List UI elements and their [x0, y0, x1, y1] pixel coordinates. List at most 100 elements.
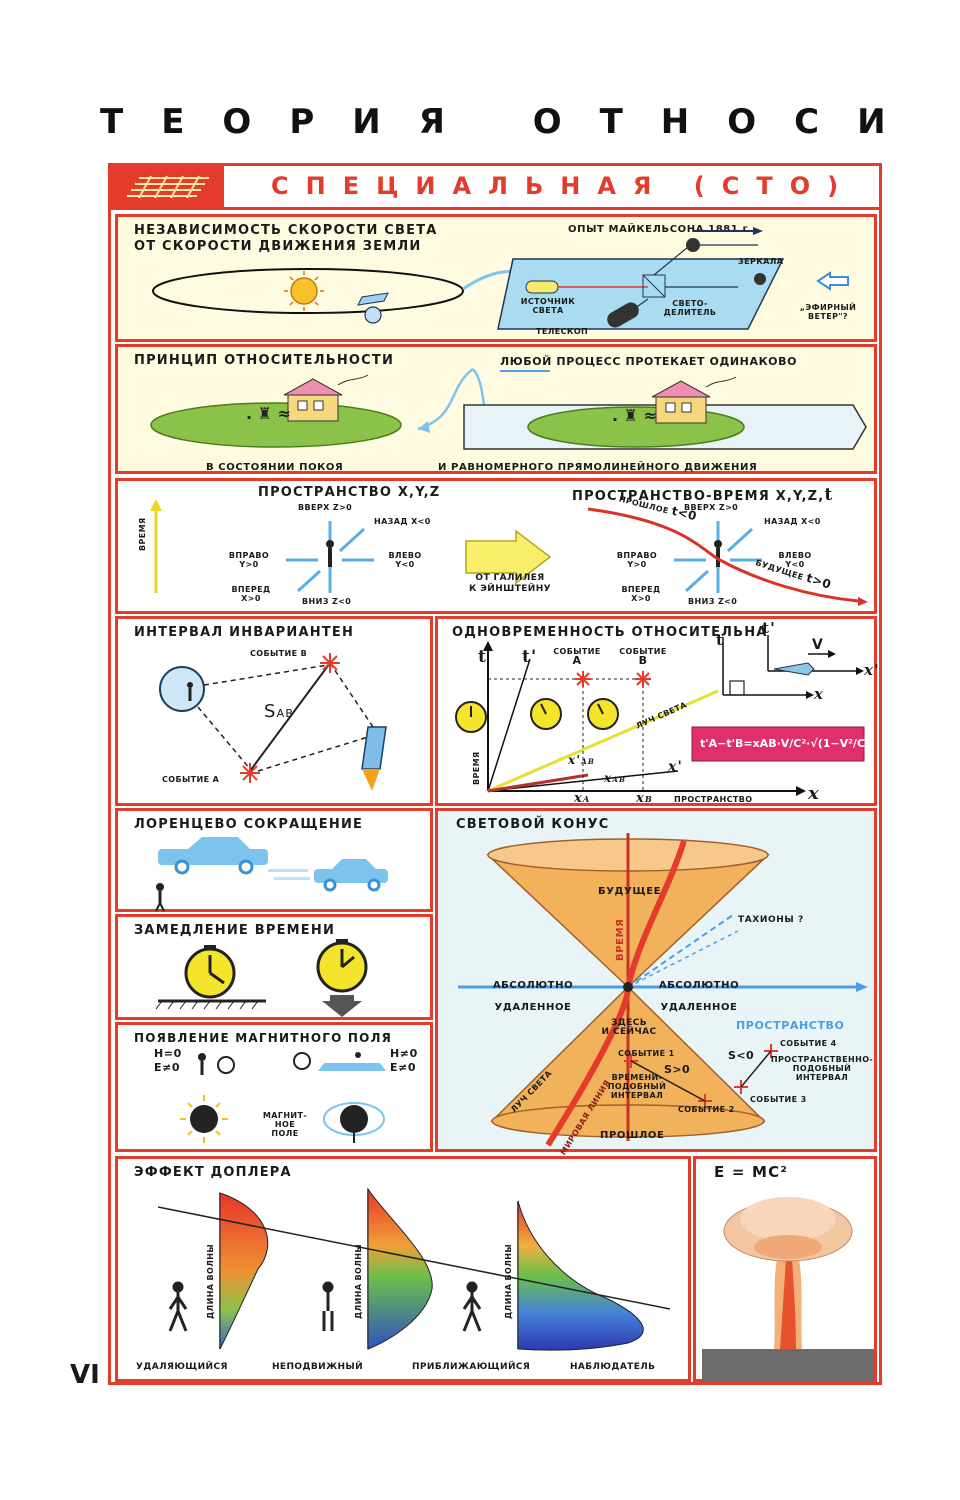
xb-label: xB [636, 791, 653, 806]
motion-label: И РАВНОМЕРНОГО ПРЯМОЛИНЕЙНОГО ДВИЖЕНИЯ [438, 462, 758, 473]
abs-right-label: АБСОЛЮТНО УДАЛЕННОЕ [654, 975, 744, 1019]
left-label-1a: ВЛЕВО [388, 551, 422, 560]
abs-left-1: АБСОЛЮТНО [492, 980, 574, 991]
magnetic-diagram [180, 1052, 386, 1143]
approaching-label: ПРИБЛИЖАЮЩИЙСЯ [412, 1362, 531, 1372]
h-ne0-label: H≠0 [390, 1047, 418, 1060]
energy-panel: E = MC² [693, 1156, 877, 1382]
simultaneity-panel: ОДНОВРЕМЕННОСТЬ ОТНОСИТЕЛЬНА [435, 616, 880, 806]
xa-sub: A [582, 794, 591, 804]
spacelike-1: ПРОСТРАНСТВЕННО- [770, 1055, 874, 1064]
event-a-label: СОБЫТИЕ A [162, 775, 220, 784]
observer-label: НАБЛЮДАТЕЛЬ [570, 1362, 656, 1372]
xab-letter: x [604, 771, 613, 785]
sim-event-a-2: A [572, 654, 582, 667]
abs-right-1: АБСОЛЮТНО [658, 980, 740, 991]
cone-time-label: ВРЕМЯ [615, 918, 626, 961]
simultaneity-heading: ОДНОВРЕМЕННОСТЬ ОТНОСИТЕЛЬНА [452, 625, 768, 640]
xab-prime-letter: x' [568, 753, 582, 767]
doppler-diagram [157, 1187, 671, 1351]
tachyons-label: ТАХИОНЫ ? [738, 915, 804, 925]
splitter-label-1: СВЕТО- [672, 299, 708, 308]
down-label-2: ВНИЗ Z<0 [688, 597, 738, 606]
sim-event-b-1: СОБЫТИЕ [619, 647, 667, 656]
source-label: ИСТОЧНИК СВЕТА [520, 297, 576, 315]
michelson-panel: НЕЗАВИСИМОСТЬ СКОРОСТИ СВЕТА ОТ СКОРОСТИ… [115, 214, 877, 342]
house-left [283, 378, 343, 422]
dilation-diagram [155, 939, 368, 1017]
abs-right-2: УДАЛЕННОЕ [660, 1002, 738, 1013]
michelson-experiment: ОПЫТ МАЙКЕЛЬСОНА 1881 г. [568, 224, 753, 235]
s-letter: S [264, 701, 277, 722]
spacelike-3: ИНТЕРВАЛ [795, 1073, 849, 1082]
t-prime-small-label: t' [762, 619, 776, 637]
observer-icon [155, 883, 165, 912]
e-ne0-right-label: E≠0 [390, 1061, 417, 1074]
time-axis-label: ВРЕМЯ [138, 517, 147, 551]
page-number: VI [70, 1360, 100, 1390]
mirrors-label: ЗЕРКАЛА [738, 257, 784, 266]
event-a-star [240, 763, 260, 783]
rocket-icon [361, 726, 387, 791]
here-1: ЗДЕСЬ [610, 1018, 648, 1028]
cone-past-label: ПРОШЛОЕ [600, 1130, 665, 1141]
mushroom-cloud-diagram [702, 1197, 874, 1381]
s12-letter: S [664, 1063, 673, 1076]
left-label-2a: ВЛЕВО [778, 551, 812, 560]
e-ne0-label: E≠0 [154, 1061, 181, 1074]
timelike-3: ИНТЕРВАЛ [610, 1091, 664, 1100]
car-long-icon [158, 837, 268, 875]
ether-label-1: „ЭФИРНЫЙ [799, 303, 857, 312]
sim-time-axis: ВРЕМЯ [472, 751, 481, 785]
galileo-label-2: К ЭЙНШТЕЙНУ [469, 584, 551, 594]
x-prime-small-label: x' [864, 661, 880, 679]
s-subscript: AB [276, 707, 295, 720]
space-label: ПРОСТРАНСТВО [736, 1019, 845, 1032]
charge-rest-icon [180, 1095, 228, 1143]
event4-label: СОБЫТИЕ 4 [780, 1039, 837, 1048]
michelson-heading-2: ОТ СКОРОСТИ ДВИЖЕНИЯ ЗЕМЛИ [134, 239, 422, 254]
left-label-1b: Y<0 [395, 560, 415, 569]
banner-divider [221, 166, 224, 207]
event1-label: СОБЫТИЕ 1 [618, 1049, 675, 1058]
t-prime-axis-label: t' [522, 647, 538, 667]
dilation-panel: ЗАМЕДЛЕНИЕ ВРЕМЕНИ [115, 914, 433, 1020]
wavelength-label-1: ДЛИНА ВОЛНЫ [206, 1243, 215, 1319]
clock-icons [455, 698, 619, 733]
relativity-diagram: . ♜ ≈ . ♜ ≈ [150, 367, 867, 450]
doppler-heading: ЭФФЕКТ ДОПЛЕРА [134, 1165, 292, 1180]
spacetime-title: ПРОСТРАНСТВО-ВРЕМЯ X,Y,Z,t [572, 485, 833, 505]
field-2: НОЕ [274, 1120, 296, 1129]
abs-left-2: УДАЛЕННОЕ [494, 1002, 572, 1013]
banner-title: СПЕЦИАЛЬНАЯ (СТО) [271, 172, 856, 200]
here-2: И СЕЙЧАС [601, 1027, 657, 1037]
car-short-icon [314, 859, 388, 892]
x-small-label: x [814, 685, 825, 703]
abs-left-label: АБСОЛЮТНО УДАЛЕННОЕ [488, 975, 578, 1019]
house-right [651, 380, 711, 424]
down-label-1: ВНИЗ Z<0 [302, 597, 352, 606]
v-label: V [812, 637, 825, 653]
xa-letter: x [574, 791, 583, 806]
right-label-1b: Y>0 [239, 560, 259, 569]
walker-approaching-icon [462, 1281, 482, 1332]
formula-label: t'A−t'B=xAB·V/C²·√(1−V²/C²) [700, 737, 875, 750]
forward-label-1b: X>0 [241, 594, 261, 603]
wavelength-label-2: ДЛИНА ВОЛНЫ [354, 1243, 363, 1319]
timelike-1: ВРЕМЕНИ- [611, 1073, 663, 1082]
spacetime-title-t: t [824, 485, 834, 505]
relativity-heading: ПРИНЦИП ОТНОСИТЕЛЬНОСТИ [134, 353, 395, 368]
interval-panel: ИНТЕРВАЛ ИНВАРИАНТЕН СОБЫТИЕ B СОБЫТИЕ A… [115, 616, 433, 806]
page-title: ТЕОРИЯ ОТНОСИ [100, 102, 924, 142]
cone-future-label: БУДУЩЕЕ [598, 886, 662, 897]
doppler-panel: ЭФФЕКТ ДОПЛЕРА ДЛИНА ВОЛНЫ ДЛИНА ВОЛНЫ Д… [115, 1156, 691, 1382]
